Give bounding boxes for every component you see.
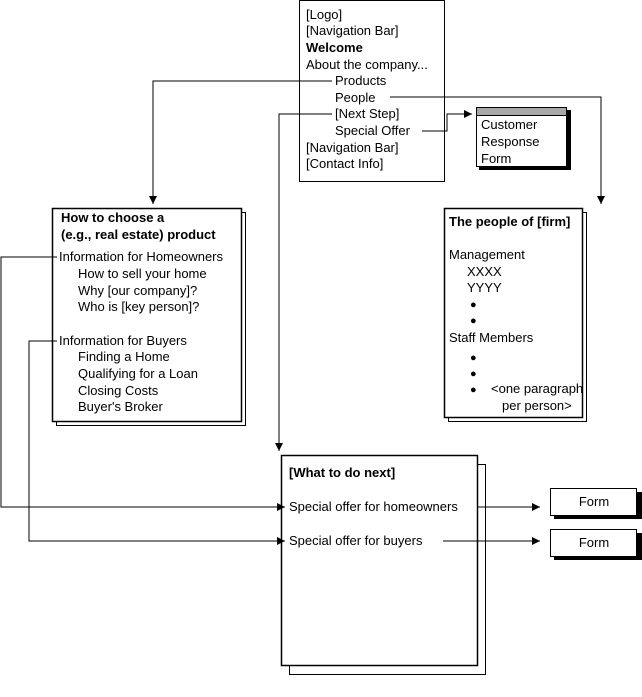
arrow-products-to-product-page <box>149 80 332 204</box>
buyers-item: Finding a Home <box>78 349 170 364</box>
customer-form-line-2: Response <box>481 134 540 149</box>
home-about: About the company... <box>306 57 428 72</box>
home-page-box <box>299 0 445 182</box>
arrow-people-to-people-page <box>390 96 605 204</box>
customer-form-titlebar <box>476 107 567 116</box>
homeowners-item: How to sell your home <box>78 266 207 281</box>
bullet-icon: ● <box>470 368 477 380</box>
product-page-title-line-1: How to choose a <box>61 210 165 225</box>
staff-heading: Staff Members <box>449 330 534 345</box>
buyers-item: Closing Costs <box>78 383 159 398</box>
bullet-icon: ● <box>470 299 477 311</box>
buyers-item: Buyer's Broker <box>78 399 163 414</box>
next-page-title: [What to do next] <box>289 465 396 480</box>
customer-form-line-3: Form <box>481 151 512 166</box>
home-nav-bar-top: [Navigation Bar] <box>306 23 399 38</box>
management-heading: Management <box>449 247 525 262</box>
home-next-step: [Next Step] <box>335 106 400 121</box>
bullet-icon: ● <box>470 315 477 327</box>
staff-paragraph-line-1: <one paragraph <box>491 381 584 396</box>
offer-buyers: Special offer for buyers <box>289 533 423 548</box>
form-2-box <box>550 529 637 557</box>
bullet-icon: ● <box>470 384 477 396</box>
buyers-heading: Information for Buyers <box>59 333 187 348</box>
home-contact-info: [Contact Info] <box>306 156 384 171</box>
next-page-box <box>280 454 479 667</box>
home-welcome: Welcome <box>306 40 363 55</box>
people-page-title: The people of [firm] <box>449 214 571 229</box>
homeowners-item: Why [our company]? <box>78 283 198 298</box>
people-page-box <box>443 207 584 419</box>
product-page-title-line-2: (e.g., real estate) product <box>61 227 216 242</box>
homeowners-item: Who is [key person]? <box>78 299 200 314</box>
form-1-box <box>550 488 637 516</box>
homeowners-heading: Information for Homeowners <box>59 249 224 264</box>
bullet-icon: ● <box>470 352 477 364</box>
manager-name: YYYY <box>467 280 502 295</box>
form-2-label: Form <box>578 535 610 550</box>
home-people: People <box>335 90 376 105</box>
buyers-item: Qualifying for a Loan <box>78 366 198 381</box>
arrow-special-offer-to-form <box>422 110 472 132</box>
product-page-box <box>51 207 243 423</box>
home-products: Products <box>335 73 387 88</box>
home-special-offer: Special Offer <box>335 123 410 138</box>
offer-homeowners: Special offer for homeowners <box>289 499 458 514</box>
home-nav-bar-bottom: [Navigation Bar] <box>306 140 399 155</box>
customer-form-line-1: Customer <box>481 117 538 132</box>
form-1-label: Form <box>578 494 610 509</box>
arrow-buyers-to-offer <box>28 340 285 545</box>
staff-paragraph-line-2: per person> <box>502 398 572 413</box>
arrow-homeowners-to-offer <box>0 256 285 511</box>
home-logo: [Logo] <box>306 7 343 22</box>
arrow-next-step-to-next-page <box>275 113 332 451</box>
manager-name: XXXX <box>467 264 502 279</box>
